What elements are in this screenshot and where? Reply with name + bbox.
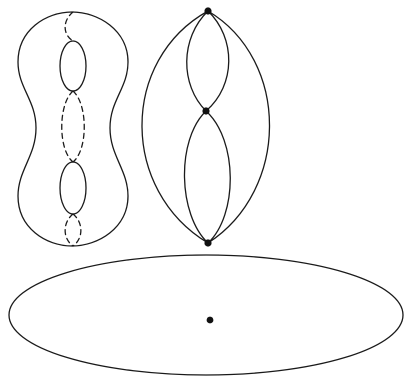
disk-boundary [9, 255, 403, 375]
middle-dashed-cut-right [73, 91, 84, 162]
bottom-dashed-cut-right [73, 214, 81, 246]
graph-with-three-vertices [142, 7, 270, 246]
bottom-dashed-cut-left [65, 214, 73, 246]
upper-inner-right-edge [206, 11, 229, 111]
lower-inner-left-edge [184, 111, 208, 243]
middle-vertex [202, 107, 209, 114]
top-dashed-cut [65, 12, 73, 41]
upper-hole-cycle [60, 41, 86, 91]
outer-right-edge [208, 11, 270, 243]
lower-hole-cycle [60, 162, 86, 214]
top-vertex [204, 7, 211, 14]
outer-left-edge [142, 11, 208, 243]
middle-dashed-cut-left [62, 91, 73, 162]
bottom-vertex [204, 239, 211, 246]
marked-point [207, 317, 214, 324]
surface-outline [18, 12, 128, 246]
genus-two-surface [18, 12, 128, 246]
lower-inner-right-edge [206, 111, 230, 243]
disk-with-marked-point [9, 255, 403, 375]
upper-inner-left-edge [187, 11, 208, 111]
